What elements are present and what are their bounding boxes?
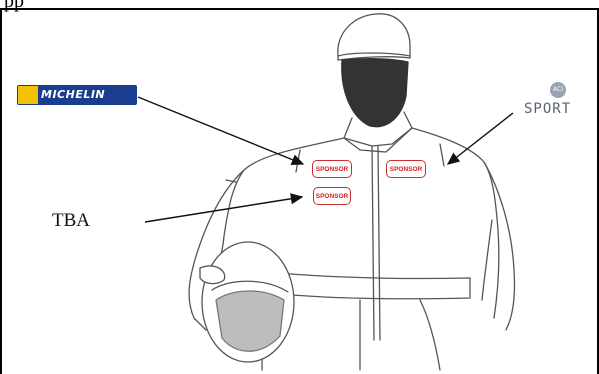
aci-sport-wordmark: SPORT [524,101,571,117]
aci-sport-logo: ACI SPORT [522,82,592,122]
sponsor-patch-left-lower: SPONSOR [313,187,351,205]
michelin-logo: MICHELIN [17,85,137,105]
face-shadow [342,59,408,127]
aci-sport-pointer-arrow [448,113,513,164]
tba-label: TBA [52,210,90,232]
aci-badge-icon: ACI [550,82,566,98]
sponsor-patch-right: SPONSOR [386,160,426,178]
zipper-line [372,146,374,340]
michelin-pointer-arrow [138,97,303,164]
michelin-mascot-icon [18,86,38,104]
sponsor-patch-left-upper: SPONSOR [312,160,352,178]
michelin-wordmark: MICHELIN [41,88,105,101]
tba-pointer-arrow [145,197,302,222]
